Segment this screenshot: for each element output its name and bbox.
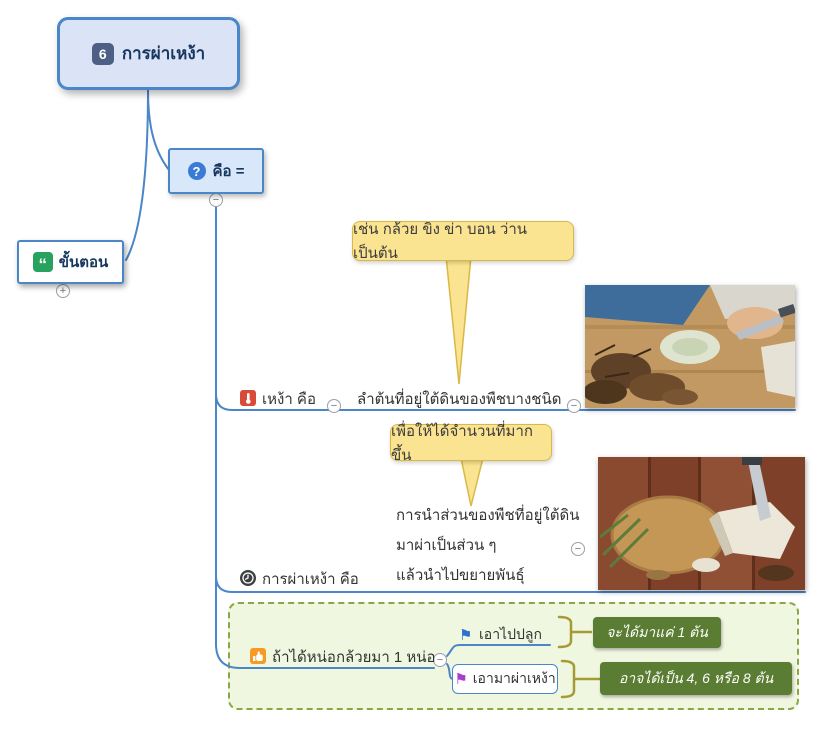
photo-rhizome-harvest-art <box>585 285 795 408</box>
summary-plant-result[interactable]: จะได้มาแค่ 1 ต้น <box>593 617 721 648</box>
node-split-option[interactable]: ⚑ เอามาผ่าเหง้า <box>452 664 558 694</box>
photo-rhizome-harvest[interactable] <box>585 285 795 408</box>
thumbs-up-icon <box>250 648 266 664</box>
node-split-desc-line2[interactable]: มาผ่าเป็นส่วน ๆ <box>396 537 497 554</box>
question-icon: ? <box>187 162 206 180</box>
node-split-option-label: เอามาผ่าเหง้า <box>472 670 556 686</box>
summary-split-result[interactable]: อาจได้เป็น 4, 6 หรือ 8 ต้น <box>600 662 792 695</box>
collapse-button-kue[interactable]: − <box>209 193 223 207</box>
node-example-label[interactable]: ถ้าได้หน่อกล้วยมา 1 หน่อ <box>272 649 436 666</box>
thermometer-icon <box>240 390 256 406</box>
node-rhizome-label[interactable]: เหง้า คือ <box>262 391 316 408</box>
node-split-desc-line1[interactable]: การนำส่วนของพืชที่อยู่ใต้ดิน <box>396 507 580 524</box>
node-kue[interactable]: ? คือ = <box>168 148 264 194</box>
node-plant-label[interactable]: เอาไปปลูก <box>479 626 542 642</box>
node-steps-label: ขั้นตอน <box>58 254 109 271</box>
callout-purpose[interactable]: เพื่อให้ได้จำนวนที่มากขึ้น <box>390 423 552 464</box>
collapse-button-rhizome-desc[interactable]: − <box>567 399 581 413</box>
node-steps[interactable]: “ ขั้นตอน <box>17 240 124 284</box>
node-split-label[interactable]: การผ่าเหง้า คือ <box>262 571 359 588</box>
node-kue-label: คือ = <box>212 163 245 180</box>
collapse-button-split-desc[interactable]: − <box>571 542 585 556</box>
collapse-button-rhizome[interactable]: − <box>327 399 341 413</box>
blue-flag-icon: ⚑ <box>459 627 473 644</box>
quote-icon: “ <box>32 252 53 272</box>
purple-flag-icon: ⚑ <box>454 670 468 688</box>
callout-tails <box>445 255 484 507</box>
expand-button-steps[interactable]: + <box>56 284 70 298</box>
main-topic-title: การผ่าเหง้า <box>121 44 206 63</box>
node-split-desc-line3[interactable]: แล้วนำไปขยายพันธุ์ <box>396 567 525 584</box>
node-rhizome-desc[interactable]: ลำต้นที่อยู่ใต้ดินของพืชบางชนิด <box>357 391 562 408</box>
main-topic-number-badge: 6 <box>91 42 114 65</box>
clock-icon <box>240 570 256 586</box>
main-topic[interactable]: 6 การผ่าเหง้า <box>57 17 240 90</box>
callout-examples[interactable]: เช่น กล้วย ขิง ข่า บอน ว่าน เป็นต้น <box>352 221 574 262</box>
photo-rhizome-cutting[interactable] <box>598 457 805 590</box>
photo-rhizome-cutting-art <box>598 457 805 590</box>
